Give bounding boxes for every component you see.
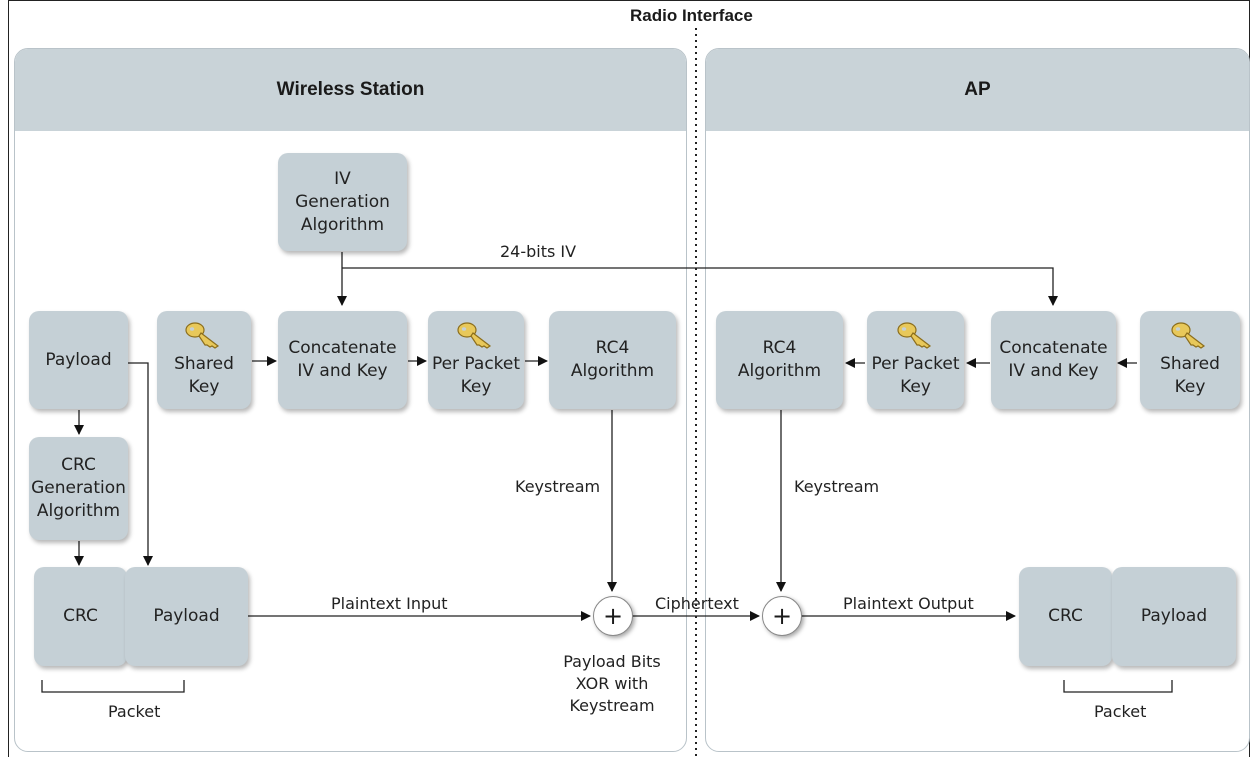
ap-rc4-line2: Algorithm <box>737 361 822 381</box>
key-icon <box>896 322 931 349</box>
station-shared-key-box: Shared Key <box>157 311 251 409</box>
ap-keystream-label: Keystream <box>794 477 880 496</box>
ap-concatenate-line2: IV and Key <box>1008 361 1099 381</box>
iv-generation-line1: IV <box>334 168 351 189</box>
station-per-packet-key-line1: Per Packet <box>431 354 521 374</box>
ap-heading: AP <box>706 49 1249 131</box>
station-crc-box: CRC <box>34 567 127 666</box>
station-concatenate-box: Concatenate IV and Key <box>278 311 407 409</box>
station-packet-payload-label: Payload <box>153 606 220 626</box>
station-packet-payload-box: Payload <box>125 567 248 666</box>
station-per-packet-key-box: Per Packet Key <box>428 311 524 409</box>
ap-packet-payload-box: Payload <box>1112 567 1236 666</box>
ap-per-packet-key-box: Per Packet Key <box>867 311 964 409</box>
plaintext-output-label: Plaintext Output <box>843 594 974 613</box>
station-rc4-line1: RC4 <box>595 338 630 358</box>
key-icon <box>457 322 492 349</box>
station-crc-label: CRC <box>63 606 98 626</box>
ap-packet-payload-label: Payload <box>1140 606 1208 626</box>
xor-caption-line1: Payload Bits <box>563 652 661 671</box>
station-rc4-line2: Algorithm <box>570 361 655 381</box>
ap-concatenate-box: Concatenate IV and Key <box>991 311 1116 409</box>
station-shared-key-line2: Key <box>188 377 220 397</box>
ap-shared-key-line1: Shared <box>1160 354 1220 374</box>
wireless-station-heading: Wireless Station <box>15 49 686 131</box>
crc-generation-box: CRC Generation Algorithm <box>29 437 128 540</box>
xor-caption-line2: XOR with <box>575 674 649 693</box>
station-per-packet-key-line2: Key <box>460 377 492 397</box>
xor-caption-line3: Keystream <box>569 696 655 715</box>
key-icon <box>185 322 220 349</box>
crc-generation-line1: CRC <box>61 455 96 475</box>
station-concatenate-line1: Concatenate <box>288 338 397 358</box>
station-shared-key-line1: Shared <box>174 354 234 374</box>
payload-label: Payload <box>45 349 112 370</box>
crc-generation-line2: Generation <box>31 478 126 498</box>
ap-xor-operator: + <box>762 596 802 636</box>
iv-generation-line2: Generation <box>295 191 390 212</box>
ap-shared-key-box: Shared Key <box>1140 311 1240 409</box>
station-packet-label: Packet <box>108 702 161 721</box>
iv-generation-box: IV Generation Algorithm <box>278 153 407 251</box>
station-keystream-label: Keystream <box>515 477 601 496</box>
ap-shared-key-line2: Key <box>1174 377 1206 397</box>
iv-generation-line3: Algorithm <box>300 214 385 235</box>
iv-24bit-label: 24-bits IV <box>500 242 577 261</box>
xor-caption: Payload Bits XOR with Keystream <box>553 651 671 717</box>
plaintext-input-label: Plaintext Input <box>331 594 448 613</box>
payload-box: Payload <box>29 311 128 409</box>
ap-crc-label: CRC <box>1048 606 1083 626</box>
radio-interface-title: Radio Interface <box>630 6 753 25</box>
ciphertext-label: Ciphertext <box>655 594 739 613</box>
ap-xor-symbol: + <box>771 602 793 630</box>
station-xor-operator: + <box>593 596 633 636</box>
ap-concatenate-line1: Concatenate <box>999 338 1108 358</box>
key-icon <box>1171 322 1206 349</box>
ap-packet-label: Packet <box>1094 702 1147 721</box>
station-rc4-box: RC4 Algorithm <box>549 311 676 409</box>
crc-generation-line3: Algorithm <box>36 501 121 521</box>
station-xor-symbol: + <box>602 602 624 630</box>
ap-crc-box: CRC <box>1019 567 1112 666</box>
ap-rc4-line1: RC4 <box>762 338 797 358</box>
station-concatenate-line2: IV and Key <box>297 361 388 381</box>
ap-per-packet-key-line2: Key <box>900 377 931 397</box>
ap-per-packet-key-line1: Per Packet <box>871 354 960 374</box>
ap-rc4-box: RC4 Algorithm <box>716 311 843 409</box>
